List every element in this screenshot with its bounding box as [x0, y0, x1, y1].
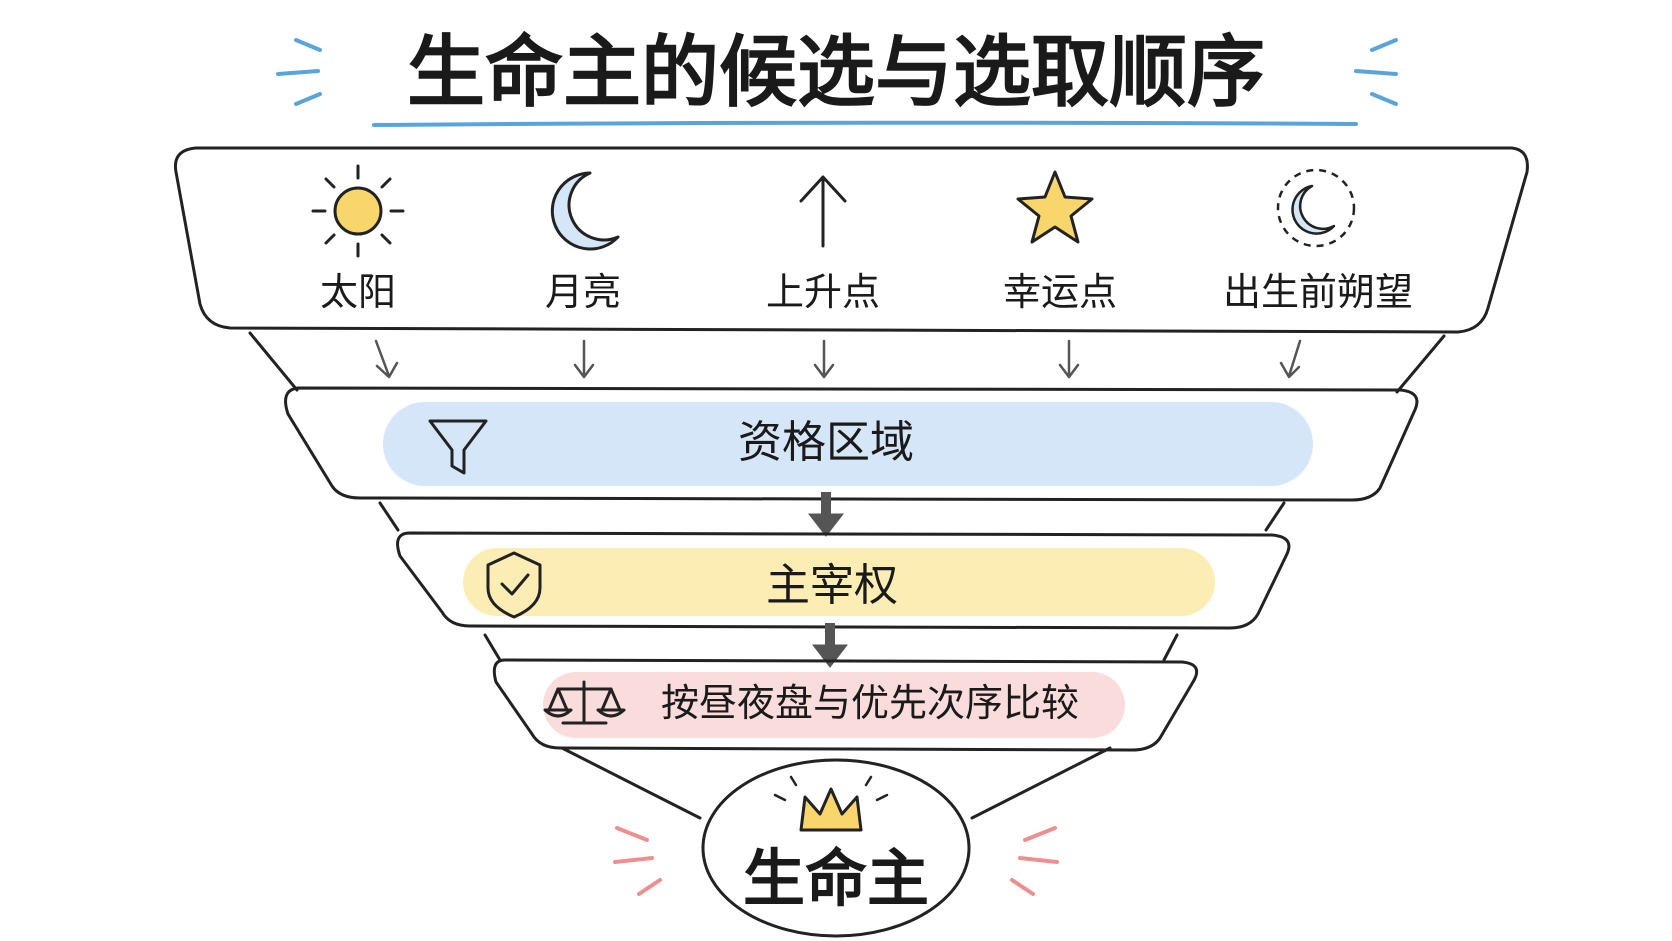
dashed-moon-icon	[1276, 168, 1356, 248]
result-label: 生命主	[743, 842, 929, 915]
candidate-label-ascendant: 上升点	[766, 270, 880, 314]
candidate-arrows	[374, 339, 1302, 379]
candidate-label-sun: 太阳	[320, 270, 396, 314]
arrow-moon-down	[573, 339, 595, 379]
stage-rulership-tier	[396, 531, 1291, 630]
stage-eligibility-band	[383, 402, 1313, 486]
stage-eligibility-tier	[284, 386, 1419, 502]
sun-icon	[311, 164, 405, 258]
moon-icon	[550, 171, 620, 251]
shield-check-icon	[486, 551, 542, 619]
title-underline	[372, 120, 1358, 127]
balance-scale-icon	[543, 680, 626, 725]
stage-comparison-label: 按昼夜盘与优先次序比较	[661, 681, 1079, 725]
star-icon	[1016, 170, 1094, 244]
stage-eligibility-label: 资格区域	[738, 417, 914, 468]
candidate-label-moon: 月亮	[545, 270, 621, 314]
result-accent-right	[1010, 826, 1059, 896]
result-accent-left	[613, 826, 662, 896]
arrow-syzygy-down	[1279, 339, 1302, 379]
candidate-label-lot-of-fortune: 幸运点	[1003, 270, 1117, 314]
result-bubble	[701, 758, 971, 938]
arrow-fortune-down	[1058, 339, 1080, 379]
stage-rulership-label: 主宰权	[766, 560, 898, 611]
candidates-tier	[173, 146, 1529, 334]
arrow-sun-down	[374, 339, 399, 379]
stage-arrow-2	[811, 623, 849, 668]
arrow-ascendant-down	[813, 339, 835, 379]
stage-comparison-tier	[492, 658, 1199, 752]
candidate-label-prenatal-syzygy: 出生前朔望	[1223, 270, 1413, 314]
stage-arrow-1	[807, 492, 845, 537]
title-accent-left	[276, 38, 322, 106]
stage-rulership-band	[463, 548, 1215, 616]
page-title: 生命主的候选与选取顺序	[407, 28, 1265, 118]
up-arrow-icon	[799, 175, 847, 248]
crown-icon	[773, 775, 889, 832]
stage-comparison-band	[543, 672, 1125, 738]
filter-icon	[428, 419, 488, 475]
funnel-outline	[248, 331, 1446, 820]
title-accent-right	[1354, 38, 1398, 106]
